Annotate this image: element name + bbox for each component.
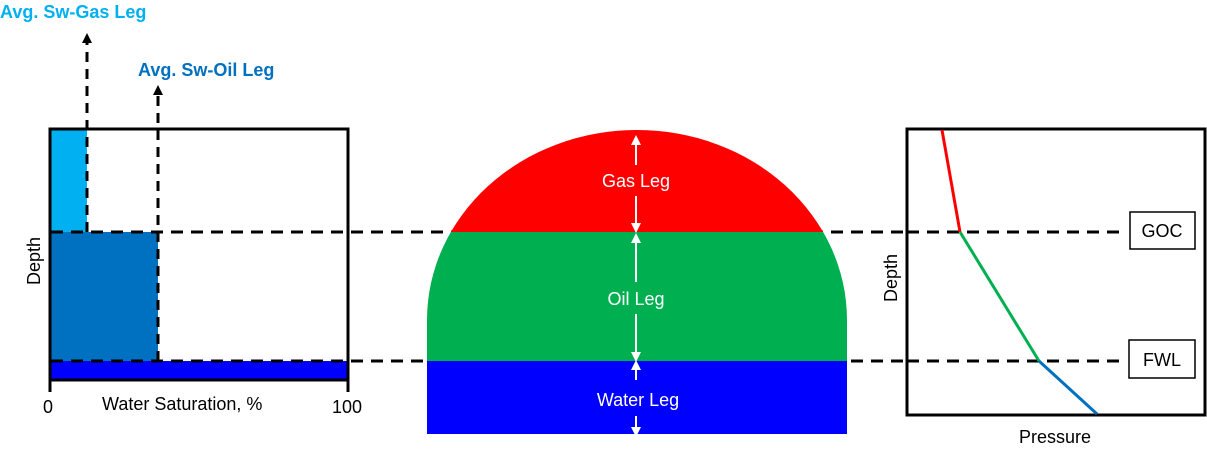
gas-leg-label: Gas Leg (602, 171, 670, 191)
pressure-x-label: Pressure (1019, 427, 1091, 447)
pressure-y-label: Depth (881, 254, 901, 302)
pressure-panel: GOC FWL Depth Pressure (881, 127, 1207, 447)
goc-label: GOC (1141, 221, 1182, 241)
oil-gradient (958, 231, 1041, 362)
fwl-box (1128, 339, 1196, 379)
oil-sw-label: Avg. Sw-Oil Leg (138, 60, 274, 80)
reservoir-cross-section: Gas Leg Oil Leg Water Leg (427, 130, 847, 437)
goc-box (1129, 211, 1196, 250)
water-leg-label: Water Leg (597, 390, 679, 410)
fwl-label: FWL (1143, 350, 1181, 370)
x-tick-label-100: 100 (332, 397, 362, 417)
gas-sw-label: Avg. Sw-Gas Leg (0, 2, 146, 22)
sw-y-label: Depth (24, 237, 44, 285)
sw-gas-fill (51, 130, 87, 232)
sw-oil-fill (51, 232, 158, 361)
sw-x-label: Water Saturation, % (102, 394, 262, 414)
water-gradient (1037, 359, 1099, 416)
sw-frame (48, 127, 350, 382)
sw-water-fill (51, 361, 348, 380)
gas-gradient (940, 129, 962, 233)
x-tick-label-0: 0 (43, 397, 53, 417)
sw-panel: Avg. Sw-Gas Leg Avg. Sw-Oil Leg Depth Wa… (0, 2, 362, 417)
oil-leg-label: Oil Leg (607, 289, 664, 309)
pressure-frame (905, 127, 1207, 417)
